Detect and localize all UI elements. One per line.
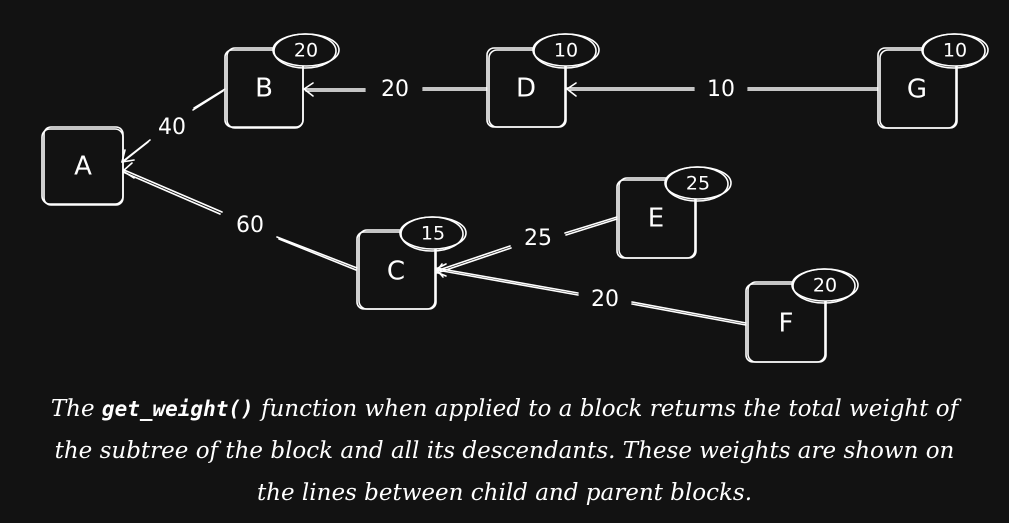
node-f	[745, 268, 859, 363]
arrowhead-icon	[435, 263, 447, 278]
figure-caption: The get_weight() function when applied t…	[40, 388, 969, 514]
edge-e-to-c	[435, 216, 618, 277]
node-f-weight: 20	[813, 275, 837, 297]
node-d-weight: 10	[554, 40, 578, 62]
caption-text-start: The	[50, 396, 102, 422]
node-e	[616, 166, 732, 259]
arrowhead-icon	[566, 82, 577, 97]
node-g	[877, 33, 989, 129]
edge-e-c-label: 25	[524, 226, 552, 251]
node-e-weight: 25	[686, 173, 710, 195]
edge-d-b-label: 20	[381, 77, 409, 102]
node-f-label: F	[779, 309, 794, 339]
arrowhead-icon	[303, 82, 314, 97]
edge-g-to-d	[566, 82, 879, 97]
edge-d-to-b	[303, 82, 488, 97]
edge-b-a-label: 40	[158, 115, 186, 140]
edge-c-to-a	[122, 162, 358, 271]
edge-f-to-c	[435, 263, 747, 326]
caption-code: get_weight()	[101, 397, 254, 421]
node-a	[41, 126, 124, 206]
node-c	[356, 216, 467, 310]
node-c-weight: 15	[421, 223, 445, 245]
node-c-label: C	[387, 257, 405, 287]
node-g-label: G	[907, 75, 927, 105]
edge-b-to-a	[121, 88, 226, 163]
node-b-label: B	[255, 74, 273, 104]
node-b	[224, 33, 340, 129]
node-a-label: A	[74, 152, 92, 182]
arrowhead-icon	[122, 162, 135, 179]
edge-g-d-label: 10	[707, 77, 735, 102]
block-tree-diagram: A B C D E F G 20 15 10 25 20 10 40 60 20…	[41, 33, 989, 363]
node-d	[486, 33, 600, 128]
node-d-label: D	[516, 74, 536, 104]
edge-c-a-label: 60	[236, 213, 264, 238]
node-g-weight: 10	[943, 40, 967, 62]
caption-text-end: function when applied to a block returns…	[54, 396, 959, 506]
edge-f-c-label: 20	[591, 287, 619, 312]
node-b-weight: 20	[294, 40, 318, 62]
node-e-label: E	[648, 204, 664, 234]
